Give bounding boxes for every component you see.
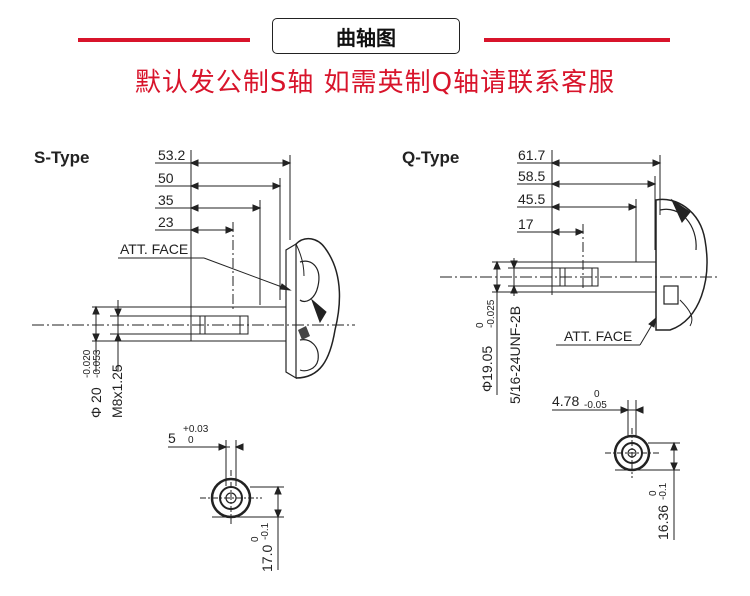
q-key-height-tol-lower: -0.1 (658, 482, 669, 500)
s-type-label: S-Type (34, 148, 89, 167)
q-key-height: 16.36 (655, 505, 671, 540)
q-att-face-label: ATT. FACE (564, 328, 632, 344)
s-key-width-tol-lower: 0 (188, 435, 194, 446)
q-dim-3: 45.5 (518, 191, 545, 207)
q-type-label: Q-Type (402, 148, 459, 167)
s-dim-2: 50 (158, 170, 174, 186)
q-key-width: 4.78 (552, 393, 579, 409)
title-rule-right (484, 38, 670, 42)
title-rule-left (78, 38, 250, 42)
s-key-height: 17.0 (259, 545, 275, 572)
s-diameter: Φ 20 (88, 387, 104, 418)
q-dim-1: 61.7 (518, 147, 545, 163)
s-dim-4: 23 (158, 214, 174, 230)
q-key-height-tol-upper: 0 (648, 490, 659, 496)
page-subtitle: 默认发公制S轴 如需英制Q轴请联系客服 (134, 68, 616, 98)
s-type-drawing: S-Type 53.2 50 35 23 ATT. FACE (32, 147, 355, 572)
s-att-face-label: ATT. FACE (120, 241, 188, 257)
q-key-width-tol-lower: -0.05 (584, 400, 607, 411)
q-diameter-tol-lower: -0.025 (486, 299, 497, 328)
q-type-drawing: Q-Type 61.7 58.5 45.5 17 (402, 147, 720, 540)
q-thread: 5/16-24UNF-2B (507, 306, 523, 404)
s-dim-1: 53.2 (158, 147, 185, 163)
page-title: 曲轴图 (272, 18, 460, 54)
q-dim-4: 17 (518, 216, 534, 232)
s-key-width-tol-upper: +0.03 (183, 424, 209, 435)
s-thread: M8x1.25 (109, 364, 125, 418)
s-key-height-tol-upper: 0 (250, 536, 261, 542)
q-dim-2: 58.5 (518, 168, 545, 184)
s-key-height-tol-lower: -0.1 (260, 522, 271, 540)
s-dim-3: 35 (158, 192, 174, 208)
q-key-width-tol-upper: 0 (594, 389, 600, 400)
s-diameter-tol-upper: -0.020 (82, 349, 93, 378)
s-key-width: 5 (168, 430, 176, 446)
s-diameter-tol-lower: -0.053 (92, 349, 103, 378)
q-diameter: Φ19.05 (479, 346, 495, 392)
q-diameter-tol-upper: 0 (475, 322, 486, 328)
